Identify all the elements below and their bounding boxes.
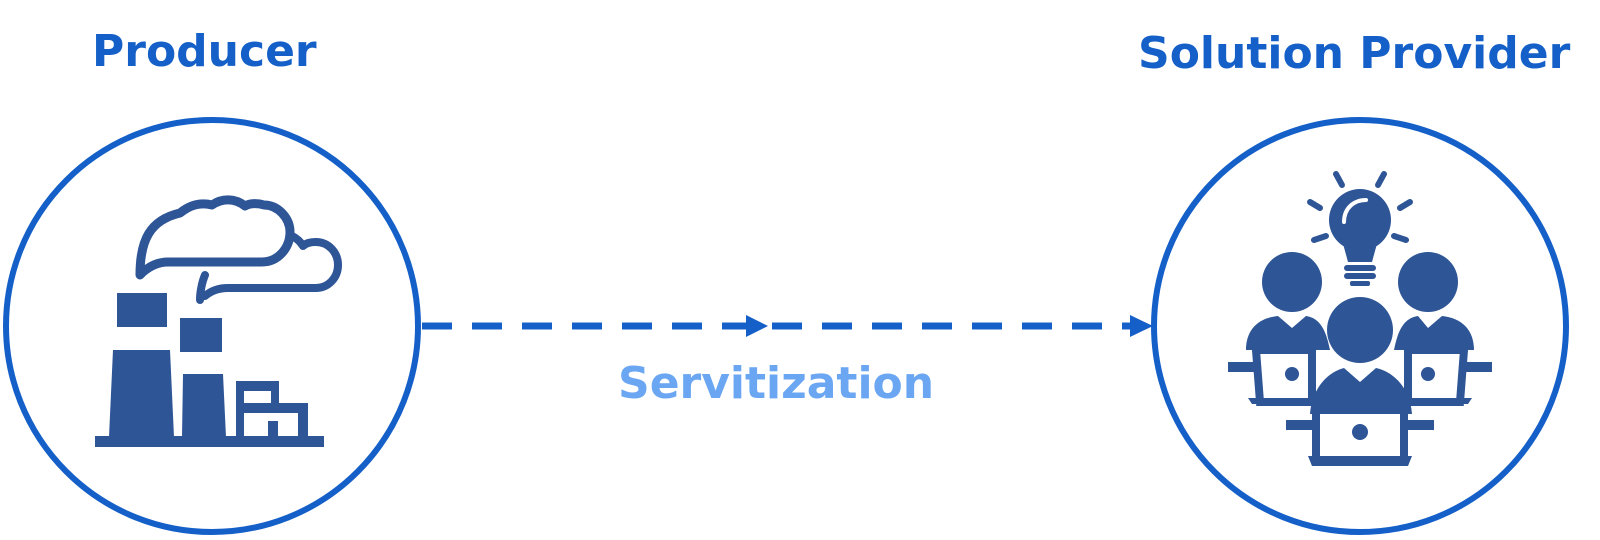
arrow-head-mid [746, 315, 768, 337]
center-laptop [1286, 400, 1434, 466]
servitization-arrow [422, 315, 1153, 337]
right-laptop [1402, 346, 1492, 406]
servitization-label: Servitization [618, 358, 935, 409]
solution-provider-title: Solution Provider [1138, 28, 1571, 79]
solution-provider-circle [1151, 117, 1569, 535]
left-laptop [1228, 346, 1318, 406]
producer-circle [3, 117, 421, 535]
arrow-head-end [1130, 315, 1153, 337]
factory-icon [95, 195, 342, 447]
bulb [1329, 189, 1391, 251]
team-idea-icon [1228, 171, 1492, 466]
producer-title: Producer [92, 26, 317, 77]
